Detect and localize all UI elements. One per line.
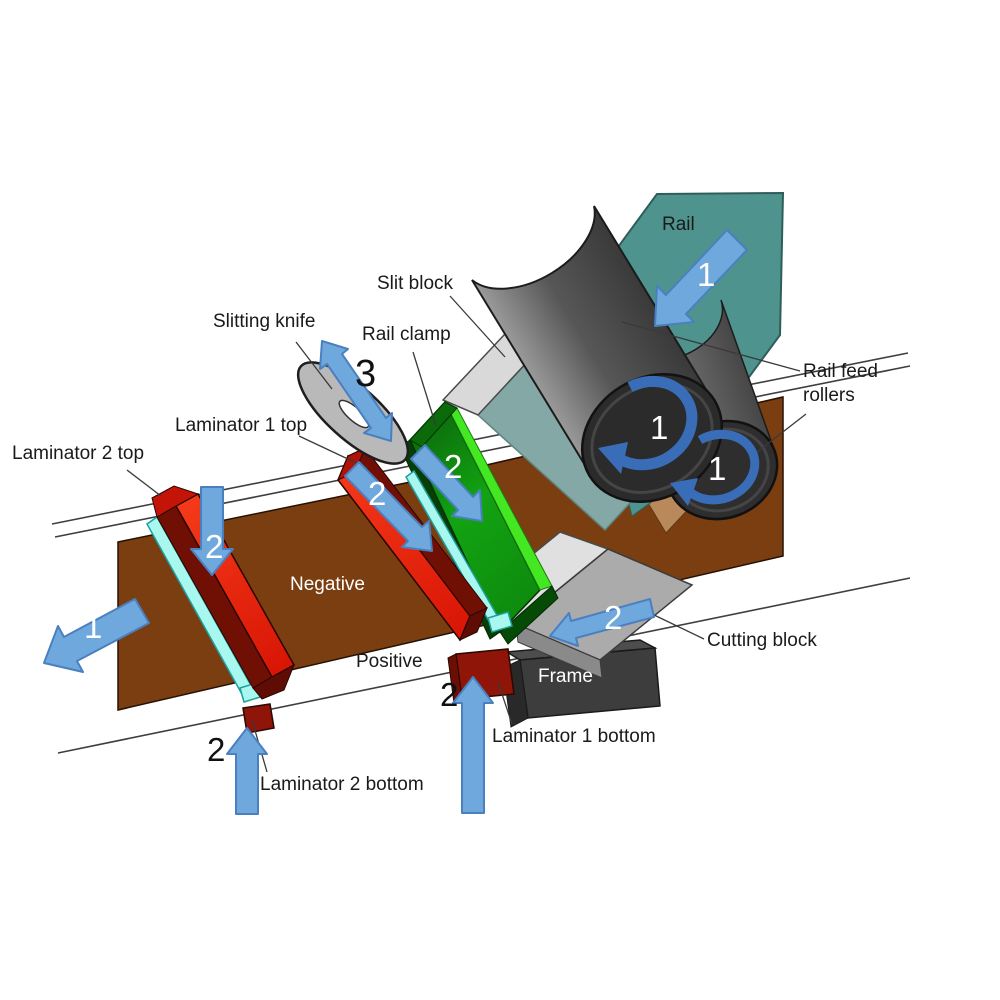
laminator-1-top-bottom-cap — [459, 606, 488, 642]
leader-laminator-1-top — [298, 435, 368, 469]
rail-feed-arrow — [654, 229, 748, 327]
leader-rail-feed-rollers-1 — [621, 321, 801, 372]
laminator-2-bottom-shape — [242, 703, 275, 734]
laminator-2-top-press-arrow — [190, 486, 234, 576]
label-slitting-knife: Slitting knife — [213, 311, 316, 332]
step-number-laminator-1-top: 2 — [368, 475, 387, 512]
step-number-laminator-1-bottom: 2 — [440, 676, 459, 713]
leader-laminator-2-top — [126, 469, 162, 497]
label-slit-block: Slit block — [377, 273, 454, 294]
laminator-2-top-bottom-cap — [252, 663, 295, 700]
label-frame: Frame — [538, 666, 593, 687]
step-number-roller-1: 1 — [650, 409, 669, 446]
laminator-2-bottom-press-arrow — [226, 727, 268, 815]
leader-cutting-block — [651, 613, 705, 640]
step-number-rail-feed: 1 — [697, 256, 716, 293]
label-positive: Positive — [356, 651, 423, 672]
roller-1-rotation-arrow — [612, 375, 698, 471]
step-number-laminator-2-bottom: 2 — [207, 731, 226, 768]
rail-clamp-bottom-cap — [499, 585, 559, 645]
step-number-roller-2: 1 — [708, 450, 727, 487]
leader-rail-feed-rollers-2 — [751, 413, 807, 457]
label-negative: Negative — [290, 574, 365, 595]
roller-1-rotation-arrowhead — [598, 442, 628, 474]
label-laminator-1-top: Laminator 1 top — [175, 415, 308, 436]
label-laminator-2-bottom: Laminator 2 bottom — [260, 774, 424, 795]
label-laminator-2-top: Laminator 2 top — [12, 443, 145, 464]
step-number-exit: 1 — [84, 608, 103, 645]
leader-laminator-1-bottom — [497, 681, 513, 725]
step-number-cutting-block: 2 — [604, 599, 623, 636]
leader-slit-block — [449, 295, 506, 358]
exit-arrow — [43, 598, 150, 673]
cutting-block-slide-arrow — [549, 598, 655, 647]
laminator-1-bottom-press-arrow — [452, 676, 494, 814]
rail-clamp-top-cap — [409, 401, 458, 448]
step-number-rail-clamp: 2 — [444, 448, 463, 485]
direction-arrows — [43, 229, 748, 815]
label-rail: Rail — [662, 214, 695, 235]
roller-2-rotation-arrowhead — [670, 478, 698, 506]
leader-slitting-knife — [295, 341, 333, 390]
rail-clamp-slide-arrow — [410, 444, 483, 522]
slitting-knife-motion-arrow — [319, 340, 393, 442]
leader-rail-clamp — [412, 351, 437, 427]
leader-lines — [126, 295, 807, 773]
label-rail-feed-rollers: Rail feed rollers — [803, 361, 878, 406]
label-rail-clamp: Rail clamp — [362, 324, 451, 345]
roller-2-rotation-arrow — [684, 429, 760, 505]
label-cutting-block: Cutting block — [707, 630, 817, 651]
step-number-knife: 3 — [355, 353, 377, 395]
laminator-1-top-slide-arrow — [344, 461, 433, 552]
film-strip-1-tab — [487, 611, 513, 633]
label-laminator-1-bottom: Laminator 1 bottom — [492, 726, 656, 747]
step-number-laminator-2-top: 2 — [205, 528, 224, 565]
laminator-2-top-cap — [151, 485, 200, 518]
